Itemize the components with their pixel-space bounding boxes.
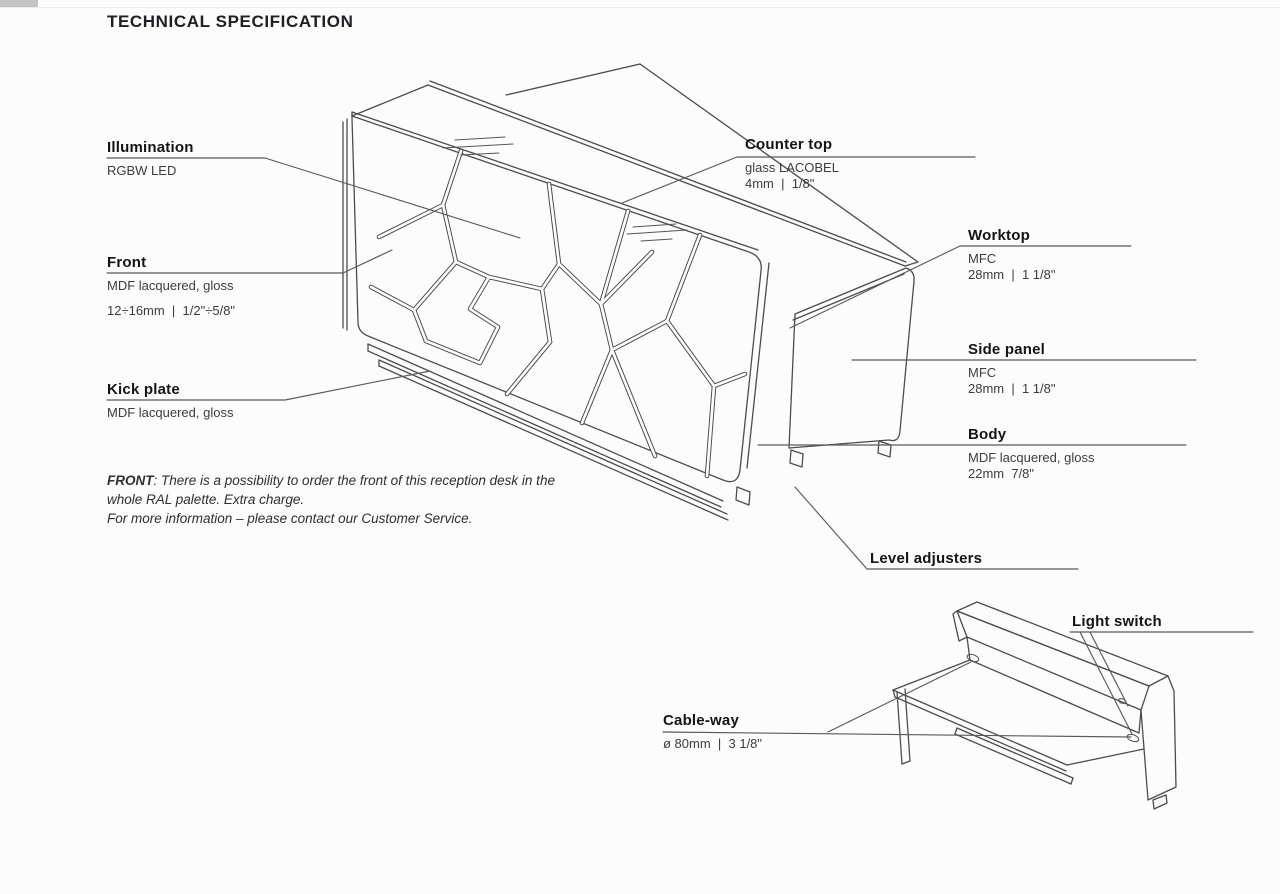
- callout-spec-line: 28mm | 1 1/8": [968, 381, 1056, 396]
- callout-body: Body MDF lacquered, gloss 22mm 7/8": [968, 426, 1094, 482]
- rear-right-cabinet: [1140, 675, 1177, 810]
- callout-spec-line: MDF lacquered, gloss: [107, 405, 234, 420]
- callout-title: Illumination: [107, 139, 194, 156]
- callout-spec-line: MDF lacquered, gloss: [968, 450, 1095, 465]
- rear-worktop: [892, 659, 1145, 772]
- callout-title: Worktop: [968, 227, 1030, 244]
- side-panel-lines: [788, 267, 915, 449]
- callout-title: Kick plate: [107, 381, 180, 398]
- note-line-2: whole RAL palette. Extra charge.: [107, 492, 305, 507]
- callout-title: Level adjusters: [870, 550, 983, 567]
- callout-title: Light switch: [1072, 613, 1162, 630]
- callout-level-adjusters: Level adjusters: [870, 550, 982, 568]
- light-switch-icon: [1118, 698, 1126, 704]
- front-panel: [342, 115, 770, 483]
- cable-hole-icon: [966, 653, 1140, 743]
- callout-side-panel: Side panel MFC 28mm | 1 1/8": [968, 341, 1055, 397]
- callout-spec-line: ø 80mm | 3 1/8": [663, 736, 763, 751]
- note-lead: FRONT: [107, 473, 154, 488]
- leader-lines: [106, 156, 1254, 738]
- level-adjuster-feet: [735, 440, 892, 506]
- main-desk-drawing: [342, 63, 919, 521]
- callout-kick-plate: Kick plate MDF lacquered, gloss: [107, 381, 233, 421]
- callout-cable-way: Cable-way ø 80mm | 3 1/8": [663, 712, 762, 752]
- front-note: FRONT: There is a possibility to order t…: [107, 471, 647, 528]
- callout-worktop: Worktop MFC 28mm | 1 1/8": [968, 227, 1055, 283]
- callout-light-switch: Light switch: [1072, 613, 1162, 631]
- callout-front: Front MDF lacquered, gloss 12÷16mm | 1/2…: [107, 254, 235, 319]
- scan-artifact: [0, 0, 38, 7]
- page-title: TECHNICAL SPECIFICATION: [107, 12, 354, 31]
- callout-title: Cable-way: [663, 712, 739, 729]
- glass-reflection-marks: [442, 136, 688, 242]
- rear-left-leg: [896, 688, 911, 765]
- callout-title: Counter top: [745, 136, 833, 153]
- rear-apron: [954, 727, 1074, 785]
- counter-top-glass: [351, 80, 907, 267]
- callout-title: Side panel: [968, 341, 1046, 358]
- front-crack-pattern: [368, 148, 748, 479]
- scan-artifact-line: [0, 7, 1280, 8]
- callout-illumination: Illumination RGBW LED: [107, 139, 194, 179]
- callout-spec-line: MFC: [968, 251, 997, 266]
- kick-plate-lines: [367, 343, 729, 521]
- rear-worktop-edge: [505, 63, 919, 267]
- callout-title: Body: [968, 426, 1007, 443]
- rear-view-drawing: [892, 601, 1177, 810]
- callout-spec-line: MFC: [968, 365, 997, 380]
- callout-title: Front: [107, 254, 147, 271]
- callout-spec-line: glass LACOBEL: [745, 160, 839, 175]
- callout-spec-line: 22mm 7/8": [968, 466, 1035, 481]
- note-line-3: For more information – please contact ou…: [107, 511, 473, 526]
- note-line-1: FRONT: There is a possibility to order t…: [107, 471, 647, 490]
- note-line-1-rest: : There is a possibility to order the fr…: [153, 473, 555, 488]
- callout-spec-line: MDF lacquered, gloss: [107, 278, 234, 293]
- callout-spec-line: 28mm | 1 1/8": [968, 267, 1056, 282]
- callout-spec-line: RGBW LED: [107, 163, 177, 178]
- callout-spec-line: 12÷16mm | 1/2"÷5/8": [107, 303, 236, 318]
- callout-spec-line: 4mm | 1/8": [745, 176, 815, 191]
- callout-counter-top: Counter top glass LACOBEL 4mm | 1/8": [745, 136, 839, 192]
